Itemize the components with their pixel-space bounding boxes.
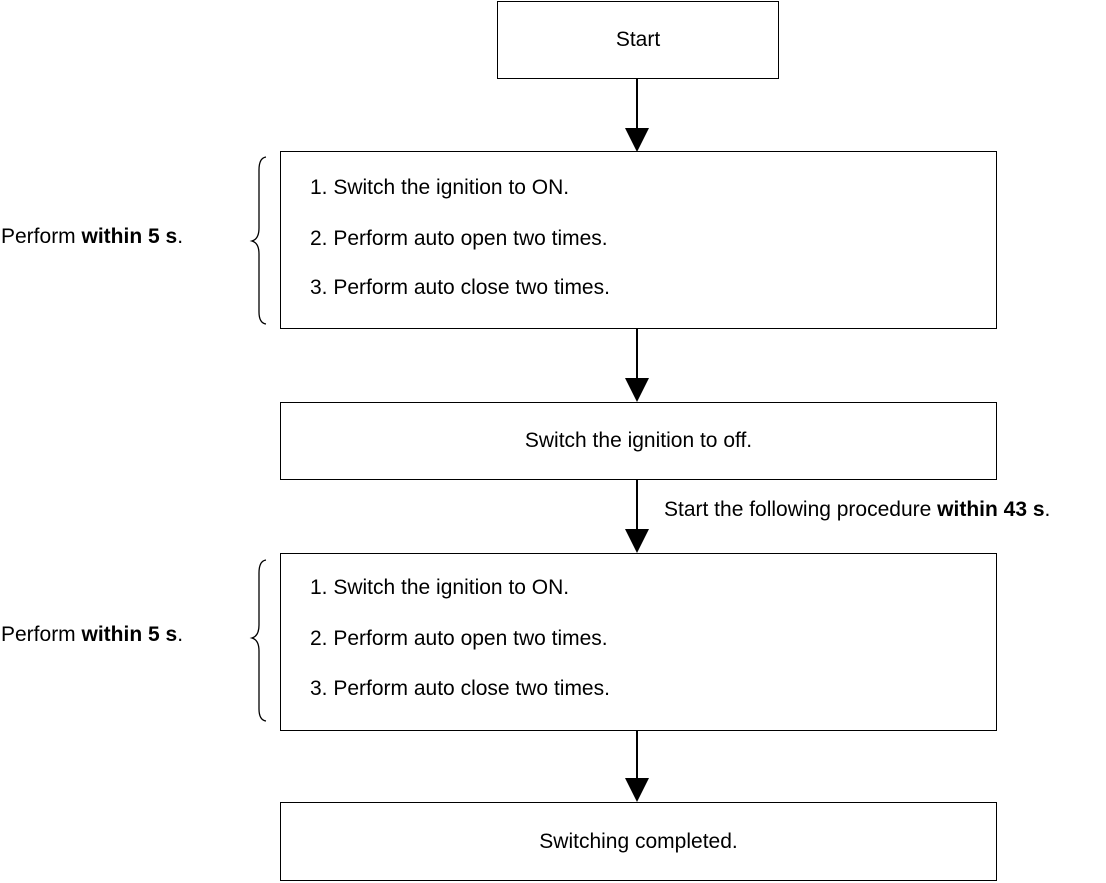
- step-1-2: 2. Perform auto open two times.: [310, 227, 608, 250]
- ignition-off-box: Switch the ignition to off.: [280, 402, 997, 480]
- transition-note: Start the following procedure within 43 …: [664, 498, 1051, 521]
- arrow-steps2-to-end: [625, 731, 649, 802]
- end-box: Switching completed.: [280, 802, 997, 881]
- arrow-ignition-off-to-steps2: [625, 480, 649, 553]
- start-label: Start: [615, 28, 661, 51]
- step-1-3: 3. Perform auto close two times.: [310, 276, 610, 299]
- brace-group1: [249, 156, 267, 325]
- timing-label-1: Perform within 5 s.: [1, 225, 184, 248]
- step-1-1: 1. Switch the ignition to ON.: [310, 176, 570, 199]
- ignition-off-label: Switch the ignition to off.: [524, 429, 753, 452]
- arrow-start-to-steps1: [625, 79, 649, 152]
- start-box: Start: [497, 1, 779, 79]
- end-label: Switching completed.: [539, 829, 738, 853]
- brace-group2: [249, 559, 267, 722]
- arrow-steps1-to-ignition-off: [625, 329, 649, 402]
- steps-box-2: 1. Switch the ignition to ON. 2. Perform…: [280, 553, 997, 731]
- step-2-3: 3. Perform auto close two times.: [310, 677, 610, 700]
- step-2-1: 1. Switch the ignition to ON.: [310, 576, 570, 599]
- step-2-2: 2. Perform auto open two times.: [310, 627, 608, 650]
- steps-box-1: 1. Switch the ignition to ON. 2. Perform…: [280, 151, 997, 329]
- timing-label-2: Perform within 5 s.: [1, 623, 184, 646]
